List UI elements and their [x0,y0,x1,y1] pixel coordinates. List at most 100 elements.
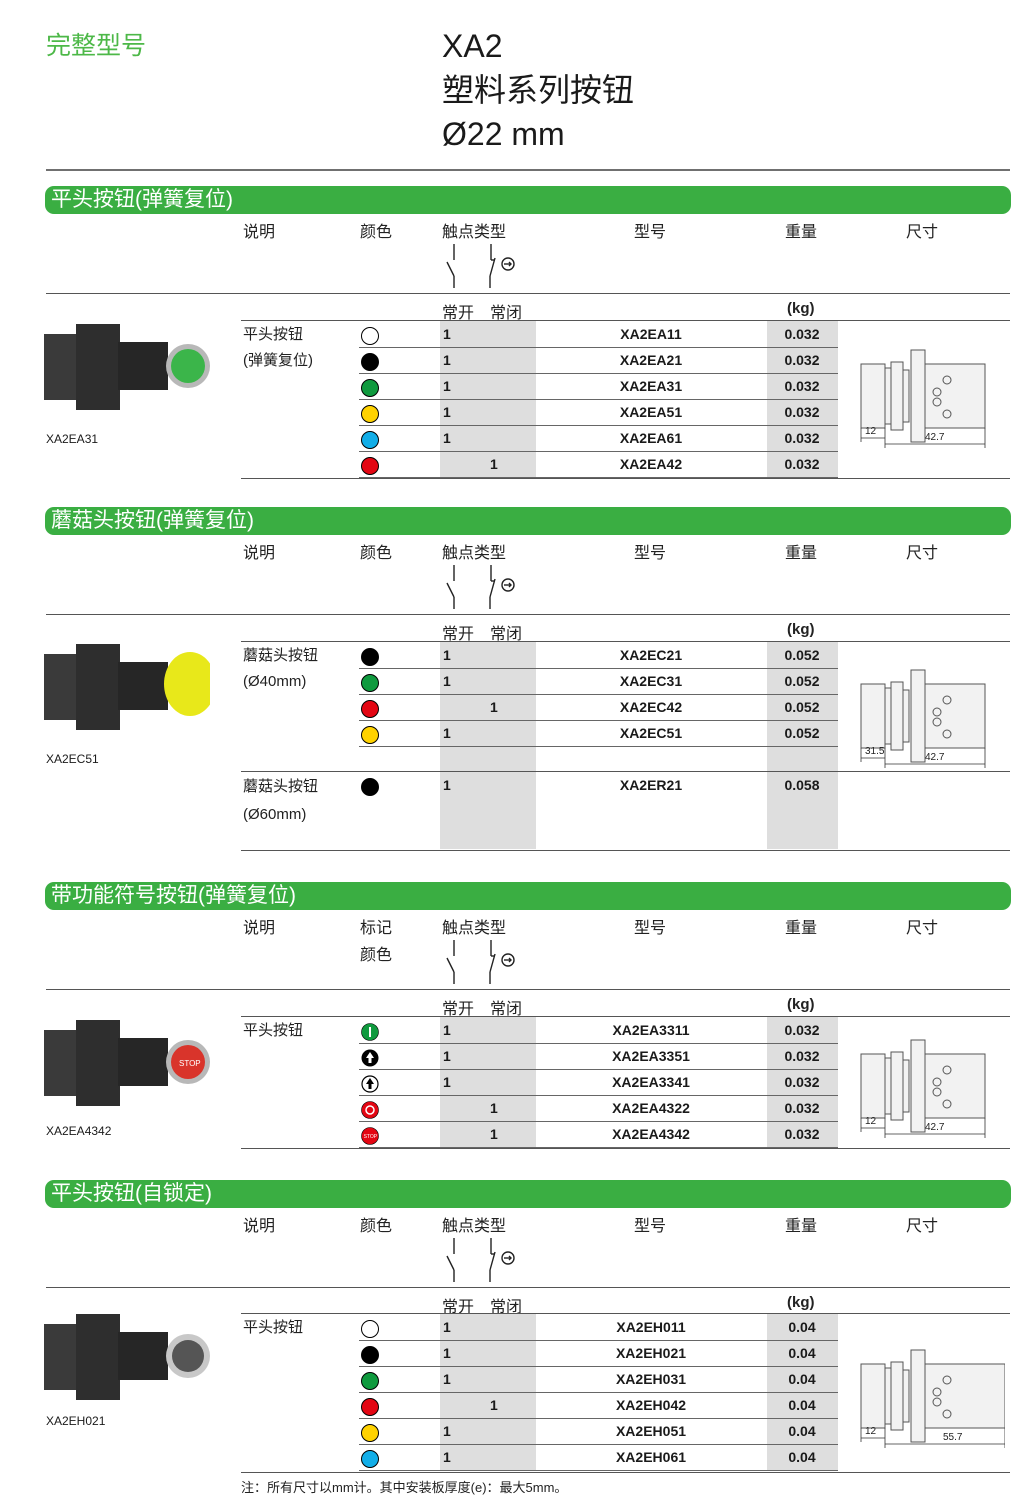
contact-type-symbols [442,242,532,292]
title-line-name: 塑料系列按钮 [442,72,635,108]
product-description: 蘑菇头按钮(Ø40mm) [243,643,318,695]
normally-open-count: 1 [443,430,451,446]
description-line: 平头按钮 [243,326,304,343]
black-color-indicator-icon [361,648,379,666]
weight-value: 0.058 [784,777,820,793]
row-divider [359,373,838,374]
svg-text:STOP: STOP [364,1134,378,1140]
yellow-color-indicator-icon [361,726,379,744]
black-color-indicator-icon [361,353,379,371]
weight-value: 0.04 [788,1449,816,1465]
header-mark: 标记 [360,920,393,937]
model-number: XA2EC51 [619,725,683,741]
header-weight-unit: (kg) [787,1294,815,1311]
normally-open-count: 1 [443,1022,451,1038]
weight-column-shading [767,642,838,849]
product-photo: STOP [40,1012,210,1112]
red-STOP-symbol-icon: STOP [361,1127,379,1145]
description-line: (Ø60mm) [243,806,307,823]
header-normally-closed: 常闭 [490,1001,523,1018]
dimension-a: 12 [865,1426,877,1437]
section-title-banner: 平头按钮(弹簧复位) [45,186,1011,214]
title-line-diameter: Ø22 mm [442,116,565,152]
title-divider [46,169,1010,171]
weight-value: 0.04 [788,1423,816,1439]
row-divider [359,1392,838,1393]
row-divider [359,399,838,400]
header-normally-closed: 常闭 [490,626,523,643]
model-number: XA2EA3311 [612,1022,690,1038]
row-divider [359,746,838,747]
page-label: 完整型号 [46,32,147,60]
header-model: 型号 [634,224,667,241]
header-description: 说明 [243,224,276,241]
header-color: 颜色 [360,545,393,562]
yellow-color-indicator-icon [361,405,379,423]
white-color-indicator-icon [361,327,379,345]
normally-closed-count: 1 [490,1100,498,1116]
subheader-divider [241,320,1010,321]
no-nc-contact-icon [446,1238,515,1282]
red-color-indicator-icon [361,457,379,475]
weight-value: 0.052 [784,647,820,663]
svg-text:STOP: STOP [179,1059,201,1068]
footnote: 注：所有尺寸以mm计。其中安装板厚度(e)：最大5mm。 [241,1480,568,1495]
header-divider [46,989,1010,990]
product-description: 平头按钮 [243,1018,303,1044]
weight-value: 0.04 [788,1319,816,1335]
product-photo-caption: XA2EH021 [46,1414,106,1428]
header-divider [46,614,1010,615]
title-line-series: XA2 [442,28,503,64]
dimension-b: 55.7 [943,1432,963,1443]
weight-value: 0.032 [784,1126,820,1142]
description-line: 平头按钮 [243,1319,304,1336]
green-color-indicator-icon [361,1372,379,1390]
weight-value: 0.032 [784,378,820,394]
header-description: 说明 [243,920,276,937]
weight-value: 0.032 [784,326,820,342]
product-description: 平头按钮 [243,1315,303,1341]
model-number: XA2EC21 [619,647,683,663]
row-divider [359,694,838,695]
header-normally-open: 常开 [442,1001,475,1018]
no-nc-contact-icon [446,244,515,288]
description-line: 平头按钮 [243,1022,304,1039]
section-bottom-divider [241,850,1010,851]
green-I-symbol-icon [361,1023,379,1041]
page-title: XA2 塑料系列按钮 Ø22 mm [442,24,634,156]
header-dimensions: 尺寸 [906,545,939,562]
weight-value: 0.032 [784,1048,820,1064]
dimension-b: 42.7 [925,1122,945,1133]
black-up-arrow-symbol-icon [361,1049,379,1067]
model-number: XA2EA31 [619,378,683,394]
model-number: XA2EH061 [615,1449,687,1465]
header-contact-type: 触点类型 [442,1218,507,1235]
blue-color-indicator-icon [361,431,379,449]
dimension-a: 12 [865,426,877,437]
white-color-indicator-icon [361,1320,379,1338]
header-color: 颜色 [360,224,393,241]
no-nc-contact-icon [446,940,515,984]
header-description: 说明 [243,545,276,562]
normally-closed-count: 1 [490,456,498,472]
weight-value: 0.032 [784,456,820,472]
normally-open-count: 1 [443,1074,451,1090]
normally-open-count: 1 [443,1048,451,1064]
subheader-divider [241,1313,1010,1314]
model-number: XA2EA4342 [612,1126,690,1142]
dimension-a: 31.5 [865,746,885,757]
model-number: XA2EA21 [619,352,683,368]
normally-closed-count: 1 [490,1397,498,1413]
row-divider [359,347,838,348]
red-O-symbol-icon [361,1101,379,1119]
